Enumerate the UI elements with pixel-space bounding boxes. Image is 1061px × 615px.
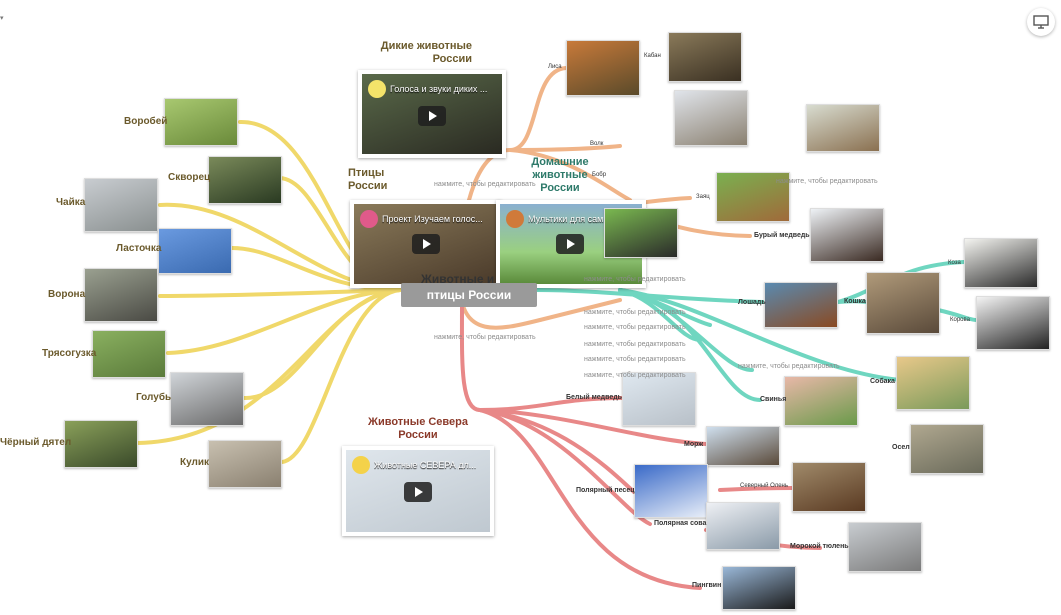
- donkey-photo[interactable]: [910, 424, 984, 474]
- sandpiper-photo[interactable]: [208, 440, 282, 488]
- channel-icon: [506, 210, 524, 228]
- edit-hint[interactable]: нажмите, чтобы редактировать: [584, 372, 686, 379]
- bird-label[interactable]: Скворец: [168, 172, 211, 183]
- bird-label[interactable]: Кулик: [180, 457, 210, 468]
- video-title: Голоса и звуки диких ...: [390, 84, 488, 94]
- root-node[interactable]: птицы России: [401, 283, 537, 307]
- north-label[interactable]: Морокой тюлень: [790, 543, 849, 550]
- woodpecker-photo[interactable]: [64, 420, 138, 468]
- crow-photo[interactable]: [84, 268, 158, 322]
- north-label[interactable]: Полярная сова: [654, 520, 707, 527]
- wild-label[interactable]: Бурый медведь: [754, 232, 810, 239]
- beaver-photo[interactable]: [806, 104, 880, 152]
- domestic-branch-title[interactable]: Домашние животные России: [531, 156, 589, 194]
- cat-photo[interactable]: [866, 272, 940, 334]
- video-title: Животные СЕВЕРА дл...: [374, 460, 477, 470]
- bird-label[interactable]: Ласточка: [116, 243, 162, 254]
- wolf-photo[interactable]: [674, 90, 748, 146]
- play-icon[interactable]: [556, 234, 584, 254]
- north-label[interactable]: Полярный песец: [576, 487, 635, 494]
- play-icon[interactable]: [404, 482, 432, 502]
- edit-hint[interactable]: нажмите, чтобы редактировать: [584, 276, 686, 283]
- edit-hint[interactable]: нажмите, чтобы редактировать: [434, 181, 536, 188]
- edit-hint[interactable]: нажмите, чтобы редактировать: [584, 324, 686, 331]
- wild-label[interactable]: Кабан: [644, 53, 661, 59]
- north-label[interactable]: Северный Олень: [740, 483, 788, 489]
- domestic-label[interactable]: Корова: [950, 317, 970, 323]
- arctic-fox-photo[interactable]: [634, 464, 708, 518]
- present-button[interactable]: [1027, 8, 1055, 36]
- wild-label[interactable]: Лиса: [548, 64, 562, 70]
- polar-bear-photo[interactable]: [622, 372, 696, 426]
- walrus-photo[interactable]: [706, 426, 780, 466]
- root-overlay-text: Животные и: [421, 272, 495, 286]
- channel-icon: [352, 456, 370, 474]
- edit-hint[interactable]: нажмите, чтобы редактировать: [776, 178, 878, 185]
- north-video[interactable]: Животные СЕВЕРА дл...: [342, 446, 494, 536]
- domestic-label[interactable]: Собака: [870, 378, 895, 385]
- goat-photo[interactable]: [964, 238, 1038, 288]
- play-icon[interactable]: [418, 106, 446, 126]
- edit-hint[interactable]: нажмите, чтобы редактировать: [738, 363, 840, 370]
- collapse-caret-icon[interactable]: ▾: [0, 15, 4, 22]
- bull-photo[interactable]: [604, 208, 678, 258]
- bird-label[interactable]: Воробей: [124, 116, 168, 127]
- wild-branch-title[interactable]: Дикие животные России: [380, 40, 472, 65]
- domestic-label[interactable]: Осел: [892, 444, 910, 451]
- snowy-owl-photo[interactable]: [706, 502, 780, 550]
- wild-label[interactable]: Волк: [590, 141, 604, 147]
- horse-photo[interactable]: [764, 282, 838, 328]
- edit-hint[interactable]: нажмите, чтобы редактировать: [584, 356, 686, 363]
- cow-photo[interactable]: [976, 296, 1050, 350]
- edit-hint[interactable]: нажмите, чтобы редактировать: [584, 341, 686, 348]
- pig-photo[interactable]: [784, 376, 858, 426]
- video-title: Мультики для сам...: [528, 214, 611, 224]
- wild-label[interactable]: Бобр: [592, 172, 607, 178]
- north-label[interactable]: Белый медведь: [566, 394, 622, 401]
- fox-photo[interactable]: [566, 40, 640, 96]
- north-branch-title[interactable]: Животные Севера России: [368, 416, 468, 441]
- bird-label[interactable]: Ворона: [48, 289, 86, 300]
- wagtail-photo[interactable]: [92, 330, 166, 378]
- play-icon[interactable]: [412, 234, 440, 254]
- channel-icon: [360, 210, 378, 228]
- wild-video[interactable]: Голоса и звуки диких ...: [358, 70, 506, 158]
- bird-label[interactable]: Голубь: [136, 392, 172, 403]
- video-title: Проект Изучаем голос...: [382, 214, 483, 224]
- seal-photo[interactable]: [848, 522, 922, 572]
- domestic-label[interactable]: Кошка: [844, 298, 866, 305]
- hare-photo[interactable]: [716, 172, 790, 222]
- brown-bear-photo[interactable]: [810, 208, 884, 262]
- domestic-label[interactable]: Коза: [948, 260, 961, 266]
- domestic-connectors: [535, 260, 978, 402]
- boar-photo[interactable]: [668, 32, 742, 82]
- bird-label[interactable]: Трясогузка: [42, 348, 97, 359]
- dog-photo[interactable]: [896, 356, 970, 410]
- north-label[interactable]: Морж: [684, 441, 704, 448]
- channel-icon: [368, 80, 386, 98]
- wild-label[interactable]: Заяц: [696, 194, 710, 200]
- domestic-label[interactable]: Лошадь: [738, 299, 766, 306]
- penguin-photo[interactable]: [722, 566, 796, 610]
- sparrow-photo[interactable]: [164, 98, 238, 146]
- gull-photo[interactable]: [84, 178, 158, 232]
- presentation-screen-icon: [1033, 15, 1049, 29]
- bird-label[interactable]: Чайка: [56, 197, 86, 208]
- bird-label[interactable]: Чёрный дятел: [0, 437, 72, 448]
- starling-photo[interactable]: [208, 156, 282, 204]
- north-label[interactable]: Пингвин: [692, 582, 722, 589]
- edit-hint[interactable]: нажмите, чтобы редактировать: [584, 309, 686, 316]
- pigeon-photo[interactable]: [170, 372, 244, 426]
- birds-branch-title[interactable]: Птицы России: [348, 167, 388, 192]
- swallow-photo[interactable]: [158, 228, 232, 274]
- reindeer-photo[interactable]: [792, 462, 866, 512]
- domestic-label[interactable]: Свинья: [760, 396, 787, 403]
- edit-hint[interactable]: нажмите, чтобы редактировать: [434, 334, 536, 341]
